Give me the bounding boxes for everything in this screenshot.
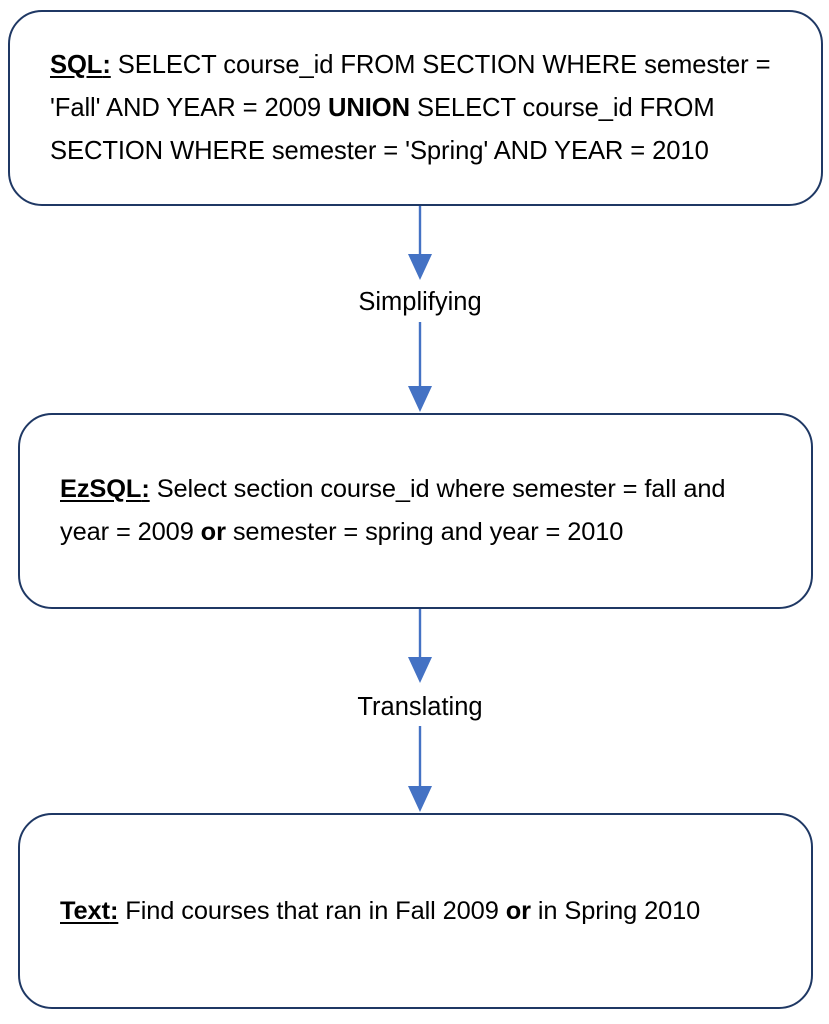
node-text-text: Text:Find courses that ran in Fall 2009 … — [20, 890, 811, 933]
node-text-tag: Text — [60, 896, 110, 925]
node-sql-segment-2: SELECT course_id FROM SECTION WHERE seme… — [50, 93, 715, 165]
node-text-box[interactable]: Text:Find courses that ran in Fall 2009 … — [18, 813, 813, 1009]
node-ezsql-text: EzSQL:Select section course_id where sem… — [20, 468, 811, 554]
node-sql-separator: : — [102, 50, 111, 79]
arrow-simplifying-to-ezsql — [408, 322, 432, 412]
node-sql-keyword-union: UNION — [328, 93, 410, 122]
connector-label-simplifying: Simplifying — [358, 288, 482, 316]
node-ezsql-segment-2: semester = spring and year = 2010 — [225, 518, 624, 546]
node-ezsql-segment-0: Select section course_id where semester … — [60, 475, 726, 546]
node-text-segment-2: in Spring 2010 — [530, 896, 701, 925]
node-sql-tag: SQL — [50, 50, 103, 79]
node-text-keyword-or: or — [505, 896, 531, 925]
node-sql-segment-0: SELECT course_id FROM SECTION WHERE seme… — [50, 50, 771, 122]
node-text-segment-0: Find courses that ran in Fall 2009 — [125, 896, 506, 925]
connector-label-translating: Translating — [357, 693, 483, 721]
node-ezsql-tag: EzSQL — [60, 475, 142, 503]
node-ezsql-box[interactable]: EzSQL:Select section course_id where sem… — [18, 413, 813, 609]
node-sql-box[interactable]: SQL:SELECT course_id FROM SECTION WHERE … — [8, 10, 823, 206]
node-sql-text: SQL:SELECT course_id FROM SECTION WHERE … — [10, 44, 821, 173]
arrow-sql-to-simplifying — [408, 206, 432, 280]
arrow-ezsql-to-translating — [408, 609, 432, 683]
node-ezsql-separator: : — [141, 475, 150, 503]
node-text-separator: : — [109, 896, 119, 925]
node-ezsql-keyword-or: or — [200, 518, 226, 546]
arrow-translating-to-text — [408, 726, 432, 812]
